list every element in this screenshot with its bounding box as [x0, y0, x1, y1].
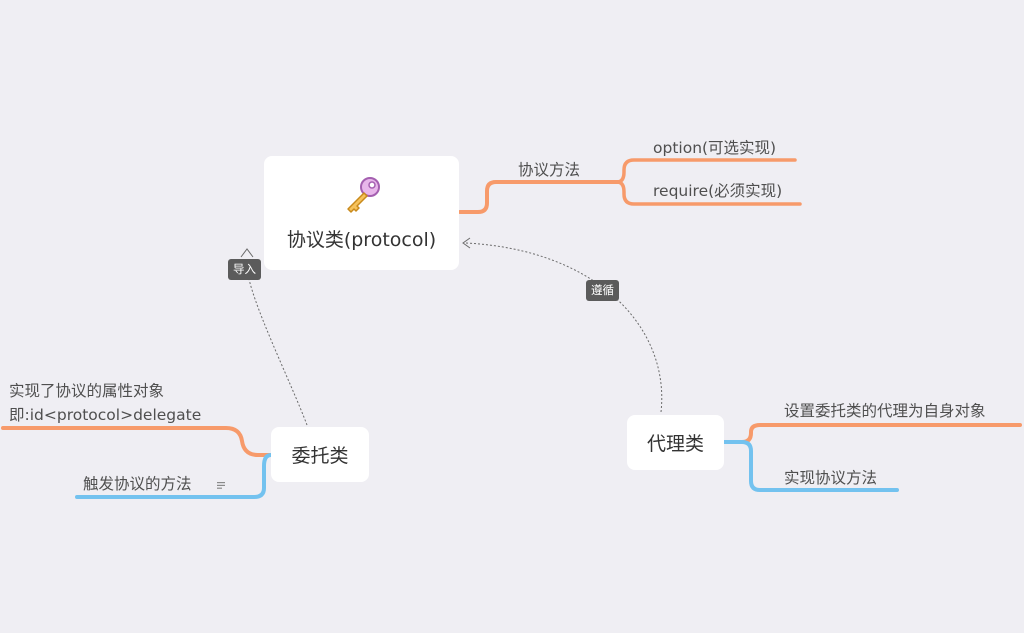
connector-option — [615, 158, 797, 184]
branch-agent-implement[interactable]: 实现协议方法 — [784, 469, 878, 487]
relation-conform-arrow — [462, 237, 471, 249]
branch-delegator-trigger[interactable]: 触发协议的方法 — [83, 475, 192, 493]
branch-agent-set-delegate[interactable]: 设置委托类的代理为自身对象 — [784, 402, 986, 420]
node-delegator[interactable]: 委托类 — [271, 427, 369, 482]
connector-delegator-property — [1, 426, 273, 458]
node-agent-label: 代理类 — [646, 433, 704, 455]
connector-require — [615, 180, 802, 206]
branch-delegator-property-line1[interactable]: 实现了协议的属性对象 — [9, 382, 165, 400]
central-node-protocol[interactable]: 协议类(protocol) — [264, 156, 459, 270]
note-icon[interactable] — [217, 482, 225, 489]
relation-conform-line — [465, 242, 663, 413]
relation-import-line — [246, 267, 308, 426]
connector-delegator-trigger — [75, 453, 273, 499]
branch-option[interactable]: option(可选实现) — [653, 139, 777, 157]
relation-import-tag[interactable]: 导入 — [228, 259, 261, 280]
key-icon — [346, 176, 380, 213]
branch-protocol-methods[interactable]: 协议方法 — [518, 161, 581, 179]
branch-require[interactable]: require(必须实现) — [653, 182, 783, 200]
connector-agent-set-delegate — [722, 423, 1022, 444]
central-node-label: 协议类(protocol) — [286, 228, 437, 251]
connector-agent-implement — [722, 440, 899, 492]
node-delegator-label: 委托类 — [291, 445, 349, 467]
node-agent[interactable]: 代理类 — [627, 415, 724, 470]
relation-conform-tag[interactable]: 遵循 — [586, 280, 619, 301]
relation-import-arrow — [240, 248, 254, 258]
connector-protocol-methods — [458, 180, 622, 214]
branch-delegator-property-line2[interactable]: 即:id<protocol>delegate — [9, 406, 202, 424]
